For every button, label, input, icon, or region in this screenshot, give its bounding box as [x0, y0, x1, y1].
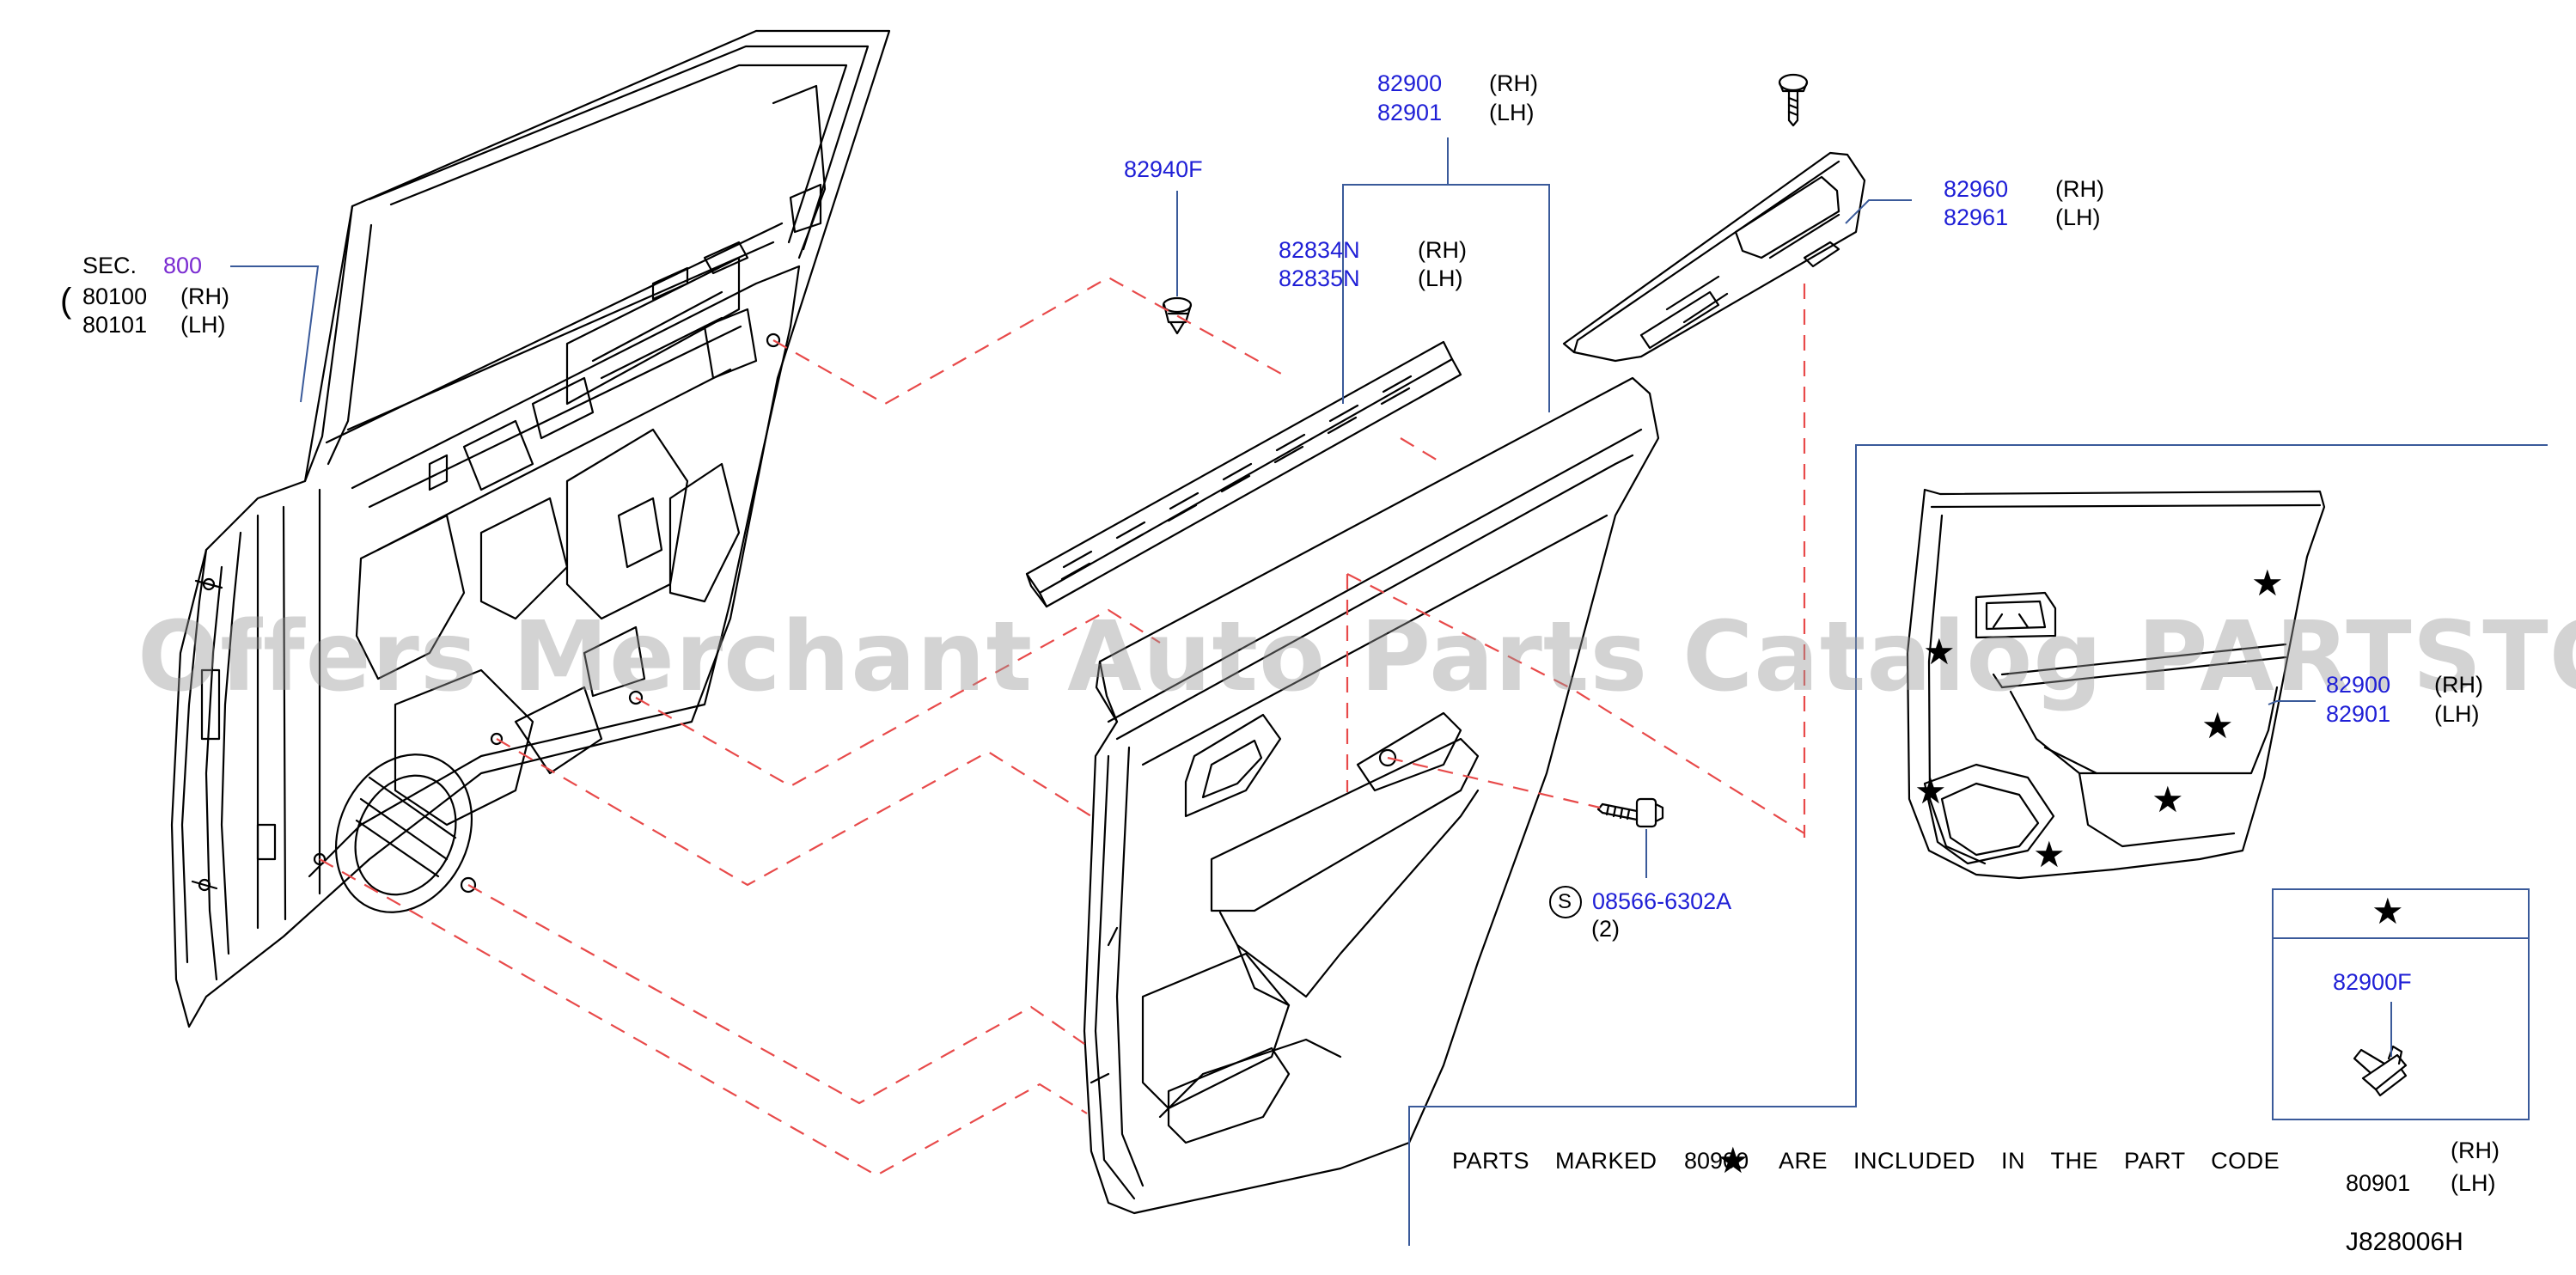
part-82900-side: (RH) — [1489, 70, 1538, 96]
watermark: Offers Merchant Auto Parts Catalog PARTS… — [137, 601, 2576, 713]
note-rh-side: (RH) — [2451, 1138, 2500, 1163]
leader-82900-detail — [2268, 700, 2316, 705]
part-80100-side: (RH) — [180, 284, 229, 309]
star-icon: ★ — [2251, 563, 2284, 603]
note-prefix: PARTS MARKED — [1452, 1148, 1657, 1174]
s-badge-icon — [1549, 886, 1582, 918]
clip-icon[interactable] — [1162, 296, 1193, 335]
part-82940F[interactable]: 82940F — [1124, 156, 1203, 182]
part-82834N[interactable]: 82834N — [1279, 237, 1360, 263]
note-code-fragment: 80900 — [1684, 1148, 1749, 1174]
leader-82900-bracket — [1342, 182, 1550, 412]
door-shell-illustration[interactable] — [170, 29, 891, 1028]
part-82961-side: (LH) — [2055, 204, 2101, 230]
bracket-glyph: ( — [60, 282, 72, 320]
detail-frame — [1408, 444, 2548, 1246]
detail-part-82900[interactable]: 82900 — [2326, 672, 2391, 698]
screw-icon[interactable] — [1778, 73, 1809, 127]
part-08566-6302A[interactable]: 08566-6302A — [1592, 888, 1732, 914]
legend-star-icon: ★ — [2372, 891, 2404, 931]
part-80100-code[interactable]: 80100 — [82, 284, 148, 309]
part-82901[interactable]: 82901 — [1377, 100, 1443, 125]
sec-800-link[interactable]: 800 — [163, 253, 203, 278]
leader-82960 — [1845, 199, 1912, 224]
part-82960-side: (RH) — [2055, 176, 2104, 202]
detail-clip-icon[interactable] — [2353, 1045, 2408, 1097]
star-icon: ★ — [2033, 834, 2066, 875]
note-code-80901[interactable]: 80901 — [2346, 1170, 2411, 1196]
star-icon: ★ — [2152, 779, 2184, 820]
part-82960[interactable]: 82960 — [1944, 176, 2009, 202]
part-80101-side: (LH) — [180, 312, 226, 338]
sec-label: SEC. — [82, 253, 137, 278]
window-moulding-illustration[interactable] — [1025, 340, 1462, 608]
detail-part-82901[interactable]: 82901 — [2326, 701, 2391, 727]
detail-part-82901-side: (LH) — [2434, 701, 2480, 727]
part-08566-qty: (2) — [1591, 916, 1620, 942]
legend-box — [2272, 888, 2530, 1120]
detail-part-82900-side: (RH) — [2434, 672, 2483, 698]
part-82900F[interactable]: 82900F — [2333, 969, 2412, 995]
part-82834N-side: (RH) — [1418, 237, 1467, 263]
part-80101-code[interactable]: 80101 — [82, 312, 148, 338]
note-suffix: ARE INCLUDED IN THE PART CODE — [1779, 1148, 2280, 1174]
star-icon: ★ — [2201, 705, 2234, 746]
note-star-icon: ★ — [1717, 1140, 1749, 1180]
leader-sec-800 — [230, 265, 320, 403]
power-window-switch-illustration[interactable] — [1562, 151, 1866, 363]
star-icon: ★ — [1923, 631, 1956, 672]
diagram-code: J828006H — [2346, 1228, 2463, 1256]
s-badge-letter: S — [1558, 890, 1572, 913]
door-trim-illustration[interactable] — [1083, 376, 1660, 1215]
detail-panel-illustration[interactable] — [1906, 488, 2326, 880]
part-82900[interactable]: 82900 — [1377, 70, 1443, 96]
part-82961[interactable]: 82961 — [1944, 204, 2009, 230]
part-82835N-side: (LH) — [1418, 265, 1463, 291]
part-82901-side: (LH) — [1489, 100, 1535, 125]
note-lh-side: (LH) — [2451, 1170, 2496, 1196]
part-82835N[interactable]: 82835N — [1279, 265, 1360, 291]
star-icon: ★ — [1914, 771, 1947, 811]
bolt-icon[interactable] — [1596, 797, 1664, 828]
